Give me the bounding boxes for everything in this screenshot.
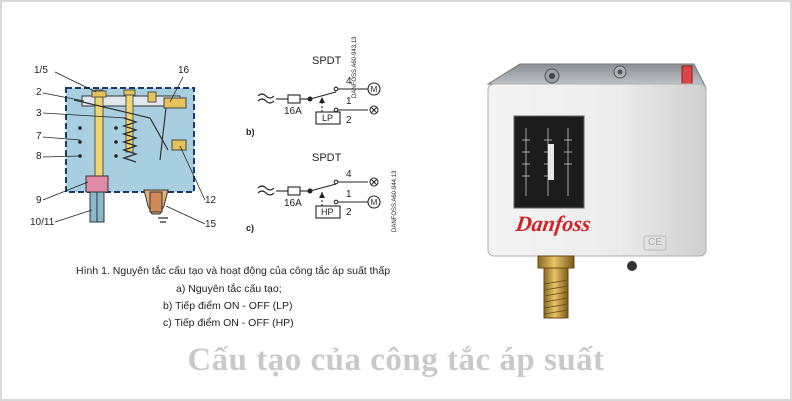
part-label: 16 <box>178 65 190 76</box>
fuse-label-bottom: 16A <box>284 198 302 209</box>
part-label: 10/11 <box>30 217 55 228</box>
lamp-icon <box>369 105 379 115</box>
spdt-title-bottom: SPDT <box>312 152 342 164</box>
part-label: 2 <box>36 87 42 98</box>
brand-logo: Danfoss <box>514 211 593 236</box>
spdt-top-circuit <box>257 86 368 125</box>
thread-lines <box>543 279 569 315</box>
ce-mark-box <box>643 235 667 251</box>
part-label: 8 <box>36 151 42 162</box>
diff-head <box>123 89 136 96</box>
sensor-label-bottom: HP <box>321 207 334 217</box>
spindle-head <box>91 90 107 98</box>
leader-lines <box>42 71 206 225</box>
contact-2-bottom: 2 <box>346 207 352 218</box>
ce-mark: CE <box>648 237 662 248</box>
part-label: 12 <box>205 195 217 206</box>
contact-block <box>171 139 187 151</box>
spdt-bottom-circuit <box>257 179 368 219</box>
motor-icon <box>367 82 381 96</box>
figure-caption-title: Hình 1. Nguyên tắc cấu tạo và hoạt động … <box>76 265 391 277</box>
spdt-title-top: SPDT <box>312 55 342 67</box>
part-label: 9 <box>36 195 42 206</box>
part-label: 15 <box>205 219 217 230</box>
main-spring <box>121 117 139 163</box>
scale-pointer <box>548 144 554 180</box>
bearing-dots <box>78 126 118 158</box>
fitting-core <box>149 191 163 213</box>
page-title: Cấu tạo của công tắc áp suất <box>187 342 605 378</box>
contact-terminal <box>163 97 187 109</box>
contact-1-top: 1 <box>346 96 352 107</box>
screw-head <box>147 91 157 103</box>
brass-hex <box>537 255 575 269</box>
cable-entry <box>627 261 637 271</box>
figure-caption-b: b) Tiếp điểm ON - OFF (LP) <box>163 300 293 312</box>
motor-icon <box>367 195 381 209</box>
contact-1-bottom: 1 <box>346 189 352 200</box>
sensor-label-top: LP <box>322 113 334 123</box>
diff-screw-core <box>617 69 623 75</box>
svg-text:M: M <box>371 85 378 94</box>
part-label: 1/5 <box>34 65 48 76</box>
contact-4-bottom: 4 <box>346 169 352 180</box>
part-label: 7 <box>36 131 42 142</box>
sub-label-top: b) <box>246 127 255 137</box>
fuse-label-top: 16A <box>284 106 302 117</box>
arrow-icon <box>319 192 325 198</box>
contact-arm <box>159 107 167 161</box>
lamp-icon <box>369 177 379 187</box>
sub-label-bottom: c) <box>246 223 255 233</box>
svg-text:M: M <box>371 198 378 207</box>
ground-icon <box>158 217 168 223</box>
part-label: 3 <box>36 108 42 119</box>
figure-caption-c: c) Tiếp điểm ON - OFF (HP) <box>163 317 294 329</box>
range-screw-core <box>549 73 555 79</box>
contact-4-top: 4 <box>346 76 352 87</box>
contact-2-top: 2 <box>346 115 352 126</box>
figure-caption-a: a) Nguyên tắc cấu tạo; <box>176 283 282 295</box>
arrow-icon <box>319 97 325 103</box>
